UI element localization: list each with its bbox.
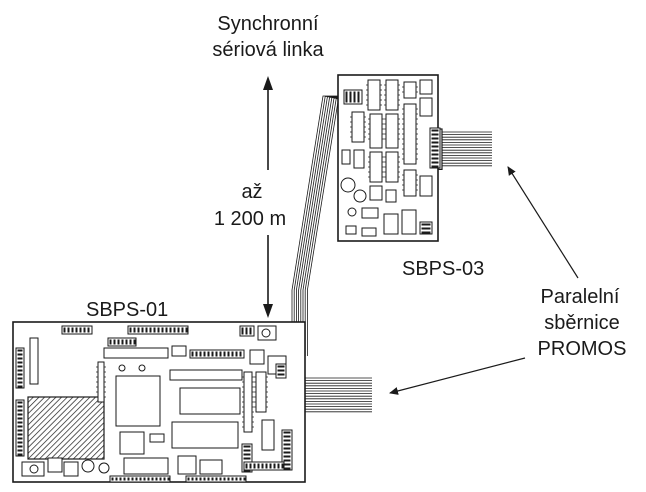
bus-pointer-arrows xyxy=(389,166,579,395)
sync-line-label-1: Synchronní xyxy=(217,13,319,35)
board-sbps-03 xyxy=(337,74,441,242)
distance-arrow xyxy=(263,76,273,318)
board-main-label: SBPS-01 xyxy=(86,299,169,321)
parallel-bus-label-1: Paralelní xyxy=(540,286,620,308)
distance-label-1: až xyxy=(241,181,263,203)
board-remote-label: SBPS-03 xyxy=(402,258,485,280)
distance-label-2: 1 200 m xyxy=(213,208,287,230)
parallel-bus-label-3: PROMOS xyxy=(537,338,627,360)
hatched-module xyxy=(27,396,105,460)
parallel-bus-label-2: sběrnice xyxy=(544,312,620,334)
sync-line-label-2: sériová linka xyxy=(212,39,324,61)
parallel-bus-cable-top xyxy=(433,128,492,171)
board-sbps-01 xyxy=(12,321,306,483)
